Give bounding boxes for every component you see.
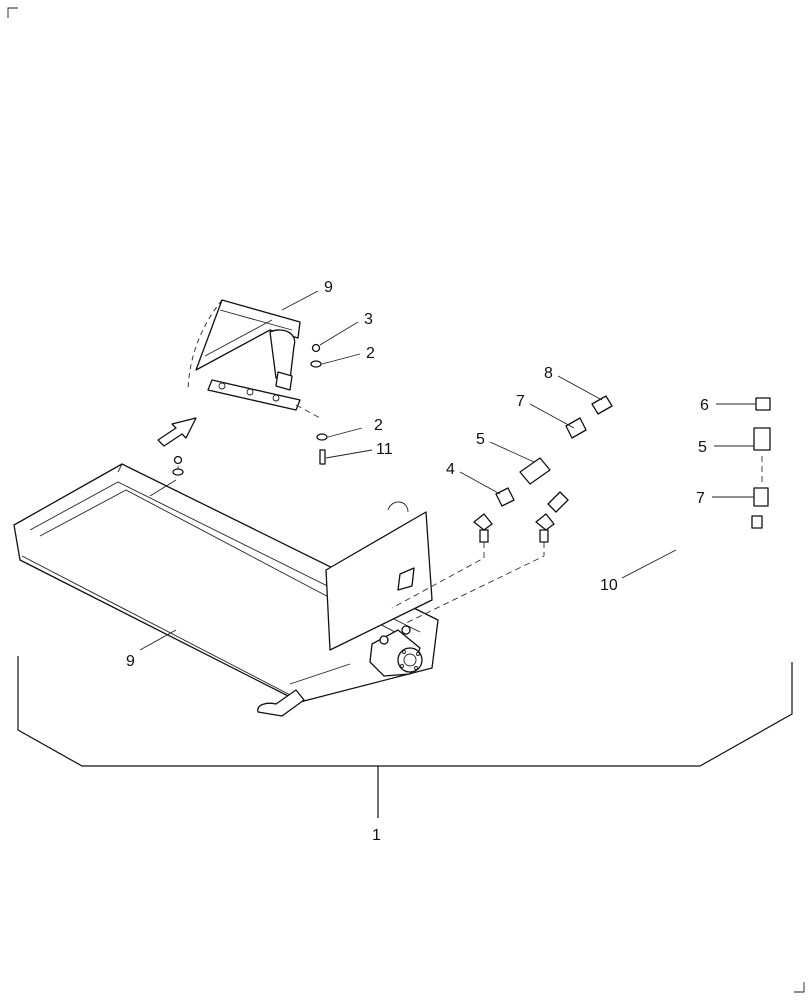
callout-7-right: 7 xyxy=(696,490,705,507)
callout-7-left: 7 xyxy=(516,393,525,410)
hydraulic-fittings xyxy=(473,395,771,543)
hydraulic-hose xyxy=(547,462,758,589)
callout-2-lower: 2 xyxy=(374,417,383,434)
callout-labels: 9 3 2 2 11 8 7 5 4 6 5 7 10 9 1 xyxy=(126,279,709,844)
motor-assembly xyxy=(369,625,423,677)
callout-5-right: 5 xyxy=(698,439,707,456)
bracket-detail-view xyxy=(187,299,301,411)
callout-4: 4 xyxy=(446,461,455,478)
callout-8: 8 xyxy=(544,365,553,382)
assembly-bracket xyxy=(17,656,793,818)
callout-11: 11 xyxy=(376,441,393,458)
washer-top xyxy=(172,455,184,476)
callout-6: 6 xyxy=(700,397,709,414)
callout-2-upper: 2 xyxy=(366,345,375,362)
tray-assembly xyxy=(13,463,439,717)
callout-1: 1 xyxy=(372,827,381,844)
callout-3: 3 xyxy=(364,311,373,328)
leader-lines xyxy=(139,290,756,651)
callout-9-bottom: 9 xyxy=(126,653,135,670)
callout-10: 10 xyxy=(600,577,618,594)
crop-marks xyxy=(7,7,805,993)
bracket-hardware xyxy=(295,343,328,465)
callout-5-left: 5 xyxy=(476,431,485,448)
callout-9-top: 9 xyxy=(324,279,333,296)
direction-arrow xyxy=(157,417,197,447)
